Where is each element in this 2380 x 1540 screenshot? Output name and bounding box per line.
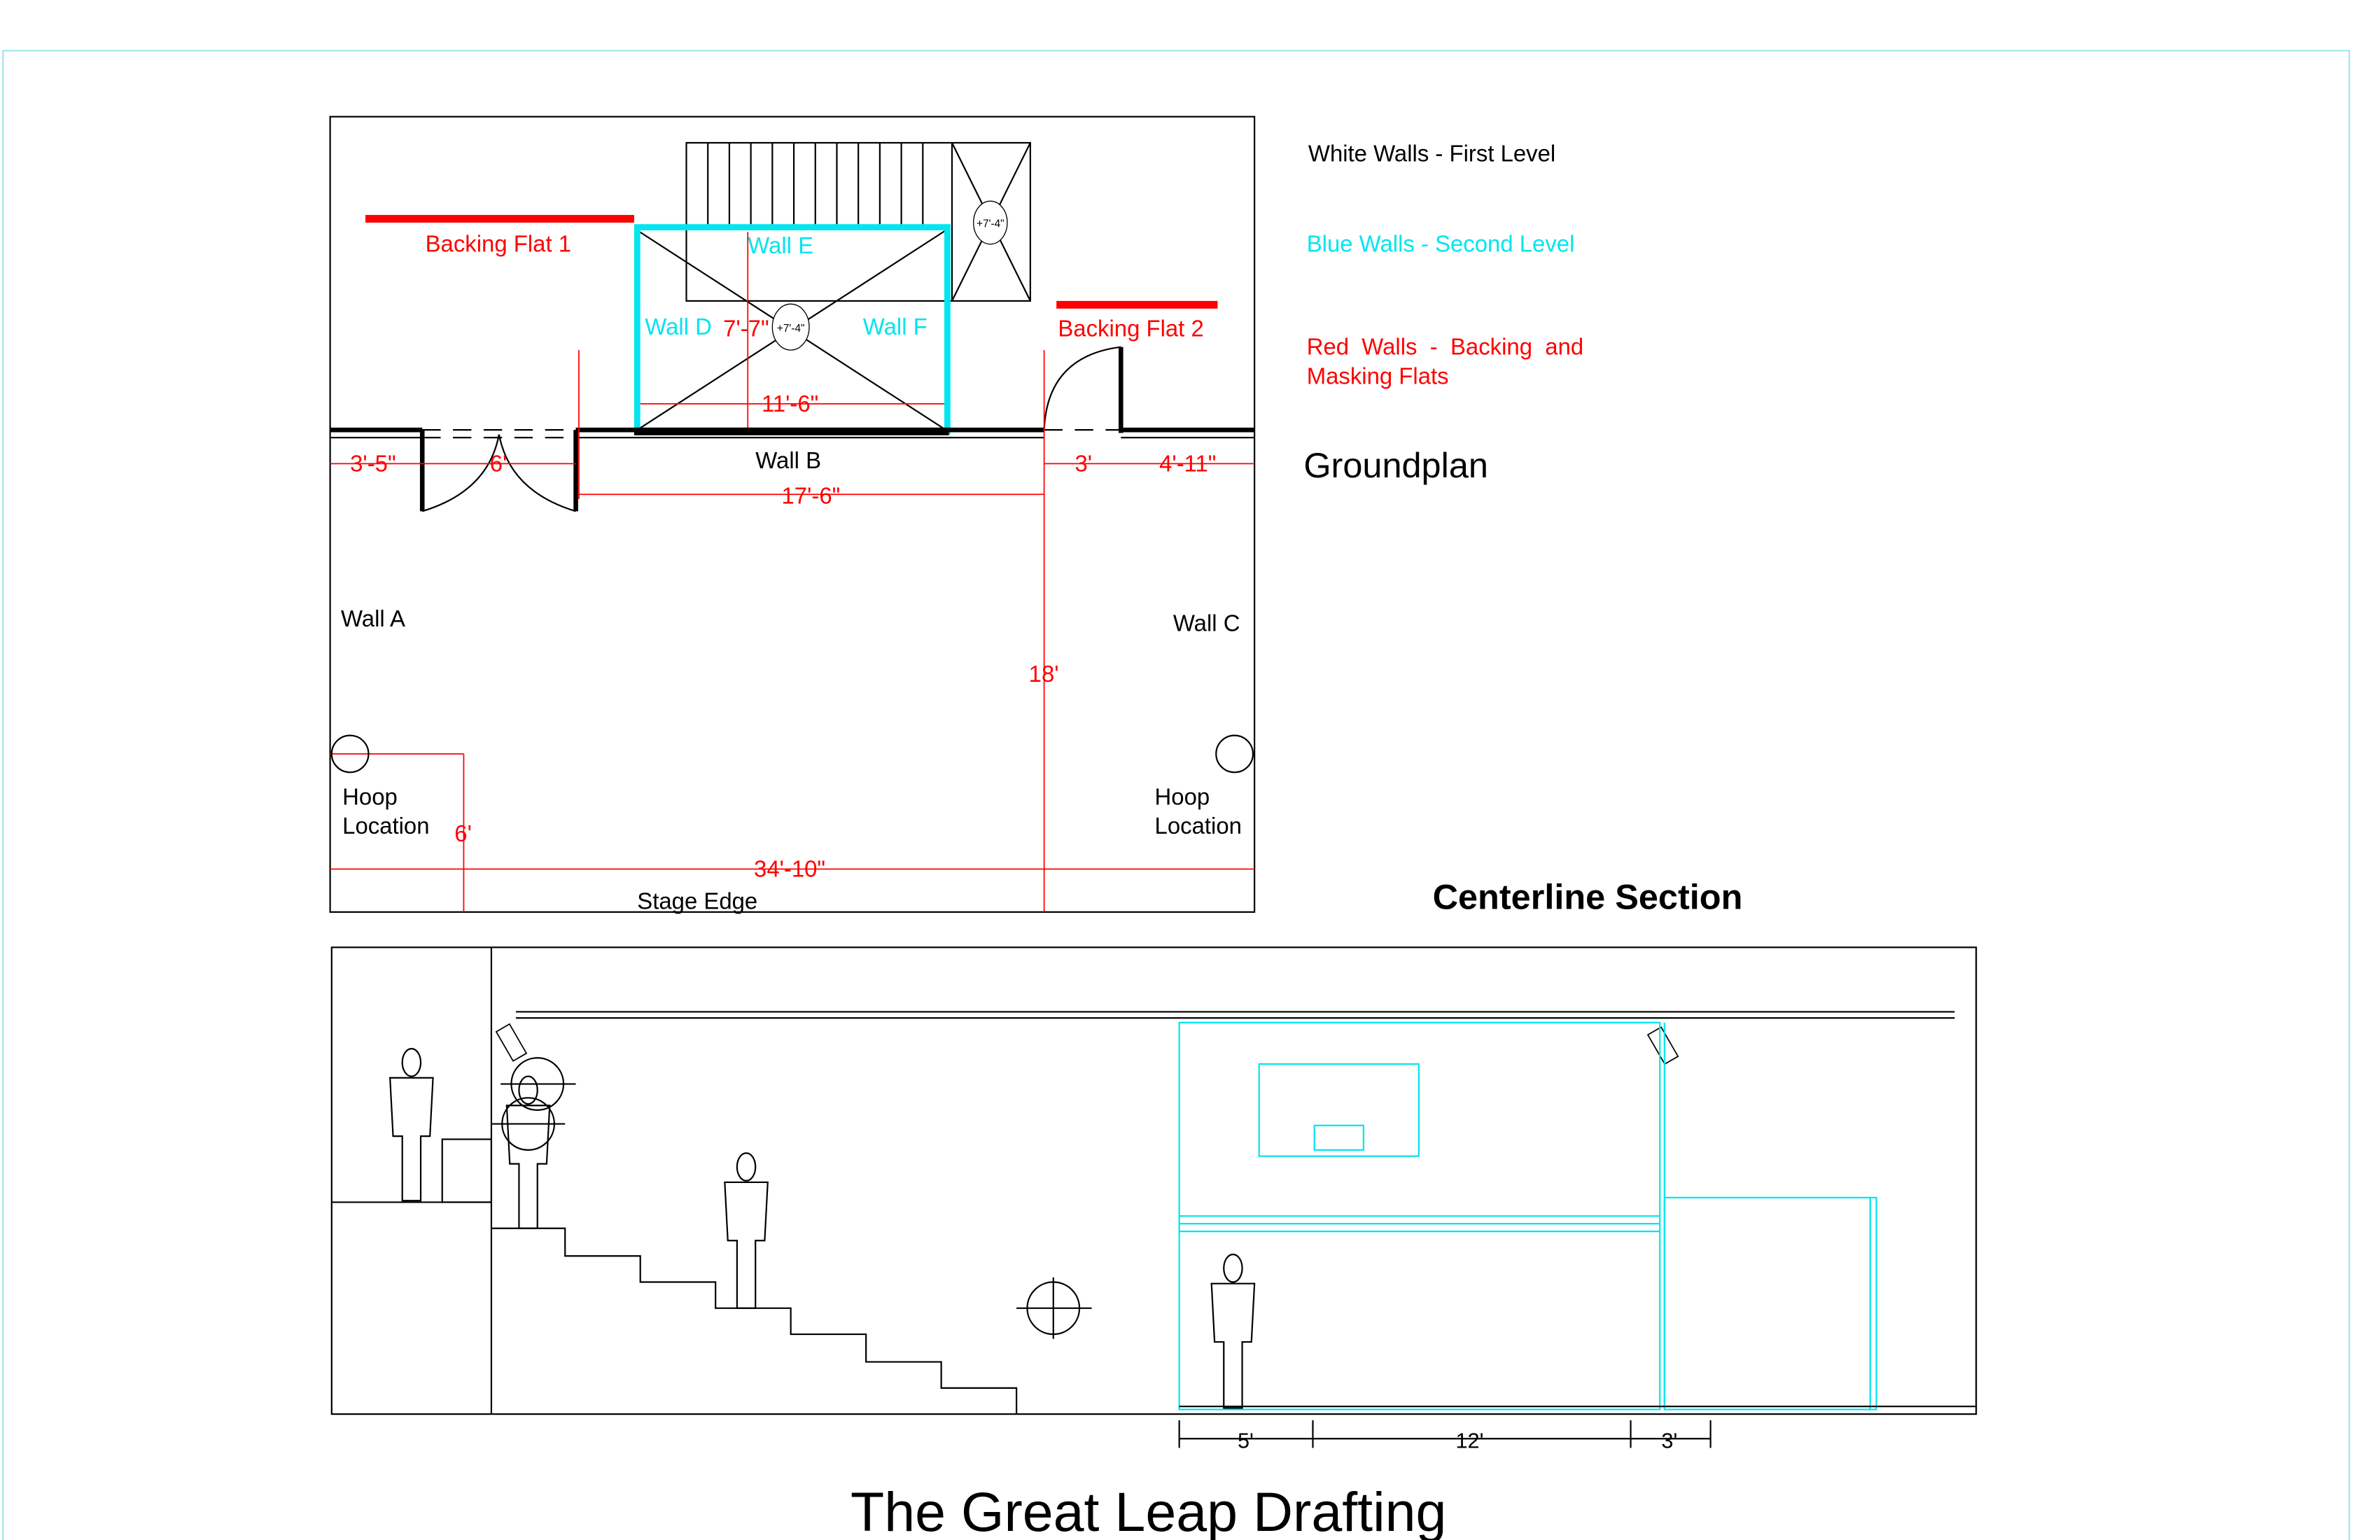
backboard bbox=[1258, 1063, 1420, 1157]
hoop-left-label: Hoop bbox=[342, 783, 398, 809]
dim-section-5: 5' bbox=[1238, 1428, 1254, 1452]
legend-white: White Walls - First Level bbox=[1308, 140, 1555, 166]
stage-light-icon bbox=[1646, 1026, 1679, 1065]
stage-edge-label: Stage Edge bbox=[637, 888, 757, 914]
legend-blue: Blue Walls - Second Level bbox=[1307, 231, 1575, 257]
legend: White Walls - First Level Blue Walls - S… bbox=[1303, 140, 1583, 485]
human-figure-icon bbox=[1210, 1253, 1256, 1409]
dim-door-width: 6' bbox=[490, 450, 507, 476]
stairs: +7'-4" bbox=[685, 141, 1031, 302]
backing-flat-1-label: Backing Flat 1 bbox=[426, 231, 571, 257]
wall-b bbox=[330, 346, 1255, 512]
backing-flat-2-label: Backing Flat 2 bbox=[1058, 315, 1203, 341]
centerline-section: 5' 12' 3' bbox=[330, 946, 1977, 1452]
dim-wall-b: 17'-6" bbox=[782, 482, 841, 508]
groundplan: +7'-4" +7'-4" Wall E Wall D Wall F 7'-7"… bbox=[329, 115, 1256, 914]
dim-depth: 18' bbox=[1029, 661, 1059, 687]
dim-door-right: 3' bbox=[1074, 450, 1092, 476]
groundplan-title: Groundplan bbox=[1303, 445, 1488, 485]
legend-red: Red Walls - Backing and bbox=[1307, 334, 1583, 360]
wall-f-label: Wall F bbox=[863, 314, 927, 340]
stage-light-icon bbox=[495, 1023, 528, 1062]
dim-hoop-offset: 6' bbox=[454, 820, 472, 846]
dim-left-offset: 3'-5" bbox=[350, 450, 396, 476]
legend-red: Masking Flats bbox=[1307, 363, 1449, 388]
hoop-right-label: Location bbox=[1155, 813, 1242, 839]
dim-platform-depth: 7'-7" bbox=[723, 315, 769, 341]
hoop-right bbox=[1215, 734, 1254, 774]
platform-height-label: +7'-4" bbox=[777, 323, 805, 335]
dim-platform-width: 11'-6" bbox=[762, 391, 818, 416]
section-title: Centerline Section bbox=[1433, 877, 1743, 917]
wall-a-label: Wall A bbox=[341, 606, 405, 631]
wall-e-label: Wall E bbox=[748, 232, 813, 258]
hoop-right-label: Hoop bbox=[1155, 783, 1210, 809]
wall-d-label: Wall D bbox=[645, 314, 712, 340]
dimension-lines bbox=[330, 350, 1255, 912]
dim-section-3: 3' bbox=[1661, 1428, 1677, 1452]
human-figure-icon bbox=[505, 1075, 551, 1229]
groundplan-frame bbox=[329, 115, 1256, 913]
platform-height-label: +7'-4" bbox=[976, 218, 1004, 230]
backing-flat-2 bbox=[1056, 300, 1218, 309]
sheet-border bbox=[2, 50, 2351, 1540]
dim-stage-width: 34'-10" bbox=[754, 855, 825, 881]
platform-section bbox=[1178, 1021, 1977, 1410]
dim-right-offset: 4'-11" bbox=[1159, 450, 1216, 476]
sheet-title: The Great Leap Drafting bbox=[850, 1481, 1446, 1540]
platform: +7'-4" Wall E Wall D Wall F 7'-7" 11'-6" bbox=[634, 224, 951, 435]
human-figure-icon bbox=[724, 1152, 769, 1309]
human-figure-icon bbox=[389, 1048, 434, 1202]
wall-b-label: Wall B bbox=[755, 447, 821, 473]
hoop-left-label: Location bbox=[342, 813, 429, 839]
dim-section-12: 12' bbox=[1455, 1428, 1483, 1452]
wall-c-label: Wall C bbox=[1173, 610, 1240, 636]
backing-flat-1 bbox=[365, 215, 634, 223]
hoop-left bbox=[330, 734, 370, 774]
